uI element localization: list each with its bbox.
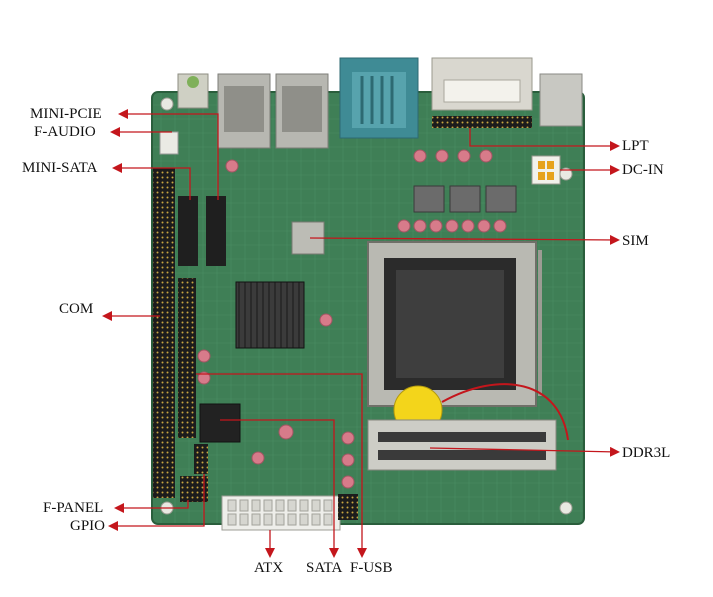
label-atx: ATX bbox=[254, 560, 284, 576]
label-gpio: GPIO bbox=[70, 518, 106, 534]
f-audio-header bbox=[159, 131, 179, 155]
label-mini-sata: MINI-SATA bbox=[22, 160, 98, 176]
leader-sata bbox=[220, 419, 339, 558]
label-lpt: LPT bbox=[622, 138, 649, 154]
label-f-panel: F-PANEL bbox=[43, 500, 104, 516]
lpt-header bbox=[432, 116, 532, 128]
com-header-2 bbox=[178, 278, 196, 438]
usb-stack bbox=[539, 73, 583, 127]
label-f-audio: F-AUDIO bbox=[34, 124, 96, 140]
mount-hole bbox=[559, 501, 573, 515]
vrm-inductors bbox=[413, 185, 517, 213]
gpio-header bbox=[194, 444, 208, 474]
sata-connector bbox=[199, 403, 241, 443]
leader-ddr3l bbox=[429, 446, 620, 457]
leader-f-panel bbox=[114, 500, 189, 513]
leader-lpt bbox=[469, 128, 620, 151]
ddr3l-slot bbox=[367, 419, 557, 471]
dc-in-connector bbox=[531, 155, 561, 185]
label-sata: SATA bbox=[306, 560, 343, 576]
label-com: COM bbox=[59, 301, 94, 317]
mini-sata-slot bbox=[206, 196, 226, 266]
leader-f-usb bbox=[196, 373, 367, 558]
mini-pcie-slot bbox=[178, 196, 198, 266]
label-sim: SIM bbox=[622, 233, 649, 249]
capacitors bbox=[197, 149, 507, 489]
leader-sim bbox=[309, 234, 620, 245]
label-ddr3l: DDR3L bbox=[622, 445, 671, 461]
label-mini-pcie: MINI-PCIE bbox=[30, 106, 102, 122]
chipset-heatsink bbox=[235, 281, 305, 349]
leader-mini-pcie bbox=[118, 109, 219, 200]
f-panel-header bbox=[180, 476, 208, 502]
mount-hole bbox=[160, 97, 174, 111]
leader-mini-sata bbox=[112, 163, 191, 200]
leader-gpio bbox=[108, 474, 205, 531]
audio-jack-hole bbox=[187, 76, 199, 88]
label-dc-in: DC-IN bbox=[622, 162, 664, 178]
label-f-usb: F-USB bbox=[350, 560, 393, 576]
f-usb-header bbox=[338, 494, 358, 520]
battery-wire bbox=[441, 383, 569, 441]
com-header bbox=[153, 168, 175, 498]
